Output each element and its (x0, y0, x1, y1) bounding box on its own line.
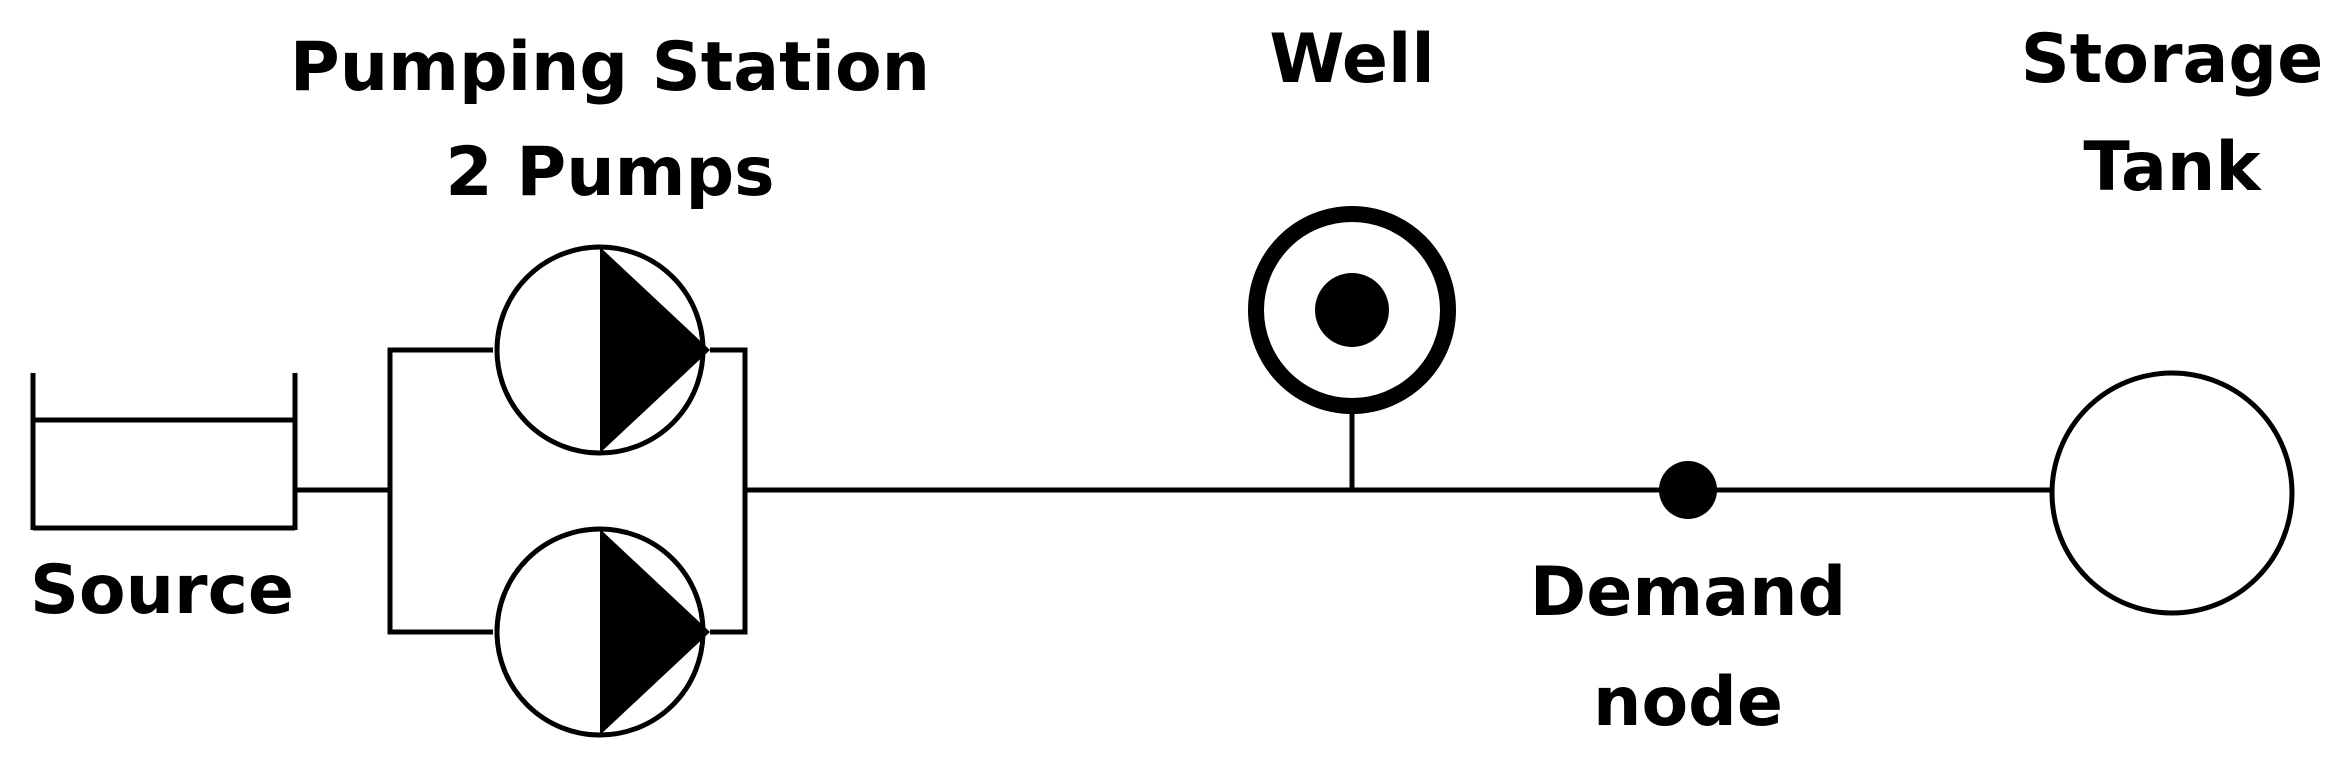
pump-1 (494, 244, 710, 456)
demand-node (1659, 461, 1717, 519)
well-label: Well (1269, 20, 1434, 99)
pump-2 (494, 526, 710, 738)
source-reservoir (30, 373, 298, 531)
pumps-count-label: 2 Pumps (445, 133, 774, 212)
node-label: node (1593, 663, 1783, 742)
tank-label: Tank (2083, 128, 2262, 207)
storage-label: Storage (2021, 20, 2323, 99)
storage-tank (2049, 370, 2295, 616)
well (1248, 206, 1456, 490)
pumping-station-label: Pumping Station (290, 28, 930, 107)
source-label: Source (30, 551, 294, 630)
demand-label: Demand (1530, 553, 1846, 632)
